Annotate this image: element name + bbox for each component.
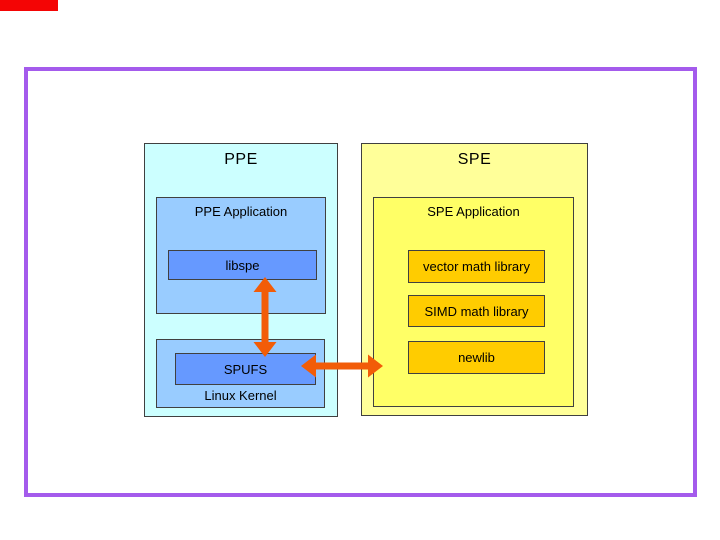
vector-math-library-label: vector math library	[423, 259, 530, 274]
newlib-label: newlib	[458, 350, 495, 365]
newlib-box: newlib	[408, 341, 545, 374]
spe-container: SPE SPE Application vector math library …	[361, 143, 588, 416]
libspe-label: libspe	[225, 257, 260, 273]
libspe-box: libspe	[168, 250, 317, 280]
red-corner-marker	[0, 0, 58, 11]
linux-kernel-label: Linux Kernel	[204, 388, 277, 403]
ppe-title: PPE	[224, 151, 258, 168]
simd-math-library-label: SIMD math library	[424, 303, 529, 319]
spufs-label: SPUFS	[223, 361, 268, 377]
vector-math-library-box: vector math library	[408, 250, 545, 283]
simd-math-library-box: SIMD math library	[408, 295, 545, 327]
linux-kernel-box: SPUFS Linux Kernel	[156, 339, 325, 408]
ppe-application-title: PPE Application	[194, 204, 288, 219]
spe-application-box: SPE Application vector math library SIMD…	[373, 197, 574, 407]
spufs-box: SPUFS	[175, 353, 316, 385]
ppe-container: PPE PPE Application libspe SPUFS Linux K…	[144, 143, 338, 417]
spe-title: SPE	[457, 151, 492, 168]
spe-application-title: SPE Application	[427, 204, 520, 219]
ppe-application-box: PPE Application libspe	[156, 197, 326, 314]
